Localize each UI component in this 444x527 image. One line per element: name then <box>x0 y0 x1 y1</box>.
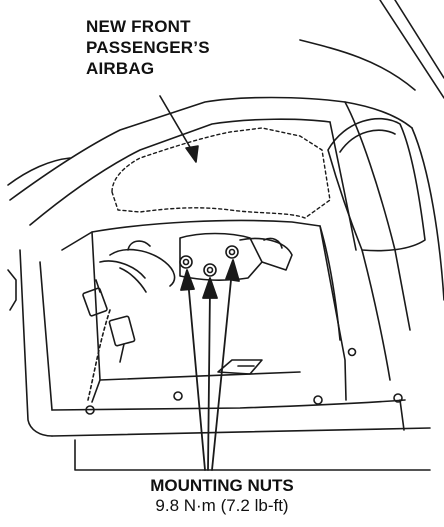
side-vent <box>327 117 426 381</box>
screw-holes <box>85 347 403 415</box>
airbag-label: NEW FRONT PASSENGER’S AIRBAG <box>86 16 210 79</box>
torque-spec: 9.8 N·m (7.2 lb-ft) <box>155 496 289 515</box>
mounting-nuts-title: MOUNTING NUTS <box>150 476 294 495</box>
dashboard-top <box>7 96 444 331</box>
harness-connectors <box>82 279 136 401</box>
airbag-leader-arrow <box>159 95 199 163</box>
mounting-nut-left <box>179 255 193 269</box>
windshield-edge <box>299 0 444 99</box>
glove-box-frame <box>19 219 431 471</box>
nut-leader-arrows <box>180 259 240 471</box>
mounting-nuts-label: MOUNTING NUTS 9.8 N·m (7.2 lb-ft) <box>0 476 444 516</box>
mounting-nut-center <box>203 263 217 277</box>
panel-details <box>7 269 405 431</box>
mounting-nut-right <box>225 245 239 259</box>
airbag-label-line-3: AIRBAG <box>86 59 155 78</box>
airbag-outline <box>111 127 331 219</box>
mounting-nuts <box>179 245 239 277</box>
airbag-label-line-1: NEW FRONT <box>86 17 191 36</box>
airbag-label-line-2: PASSENGER’S <box>86 38 210 57</box>
interior-components <box>99 232 293 293</box>
